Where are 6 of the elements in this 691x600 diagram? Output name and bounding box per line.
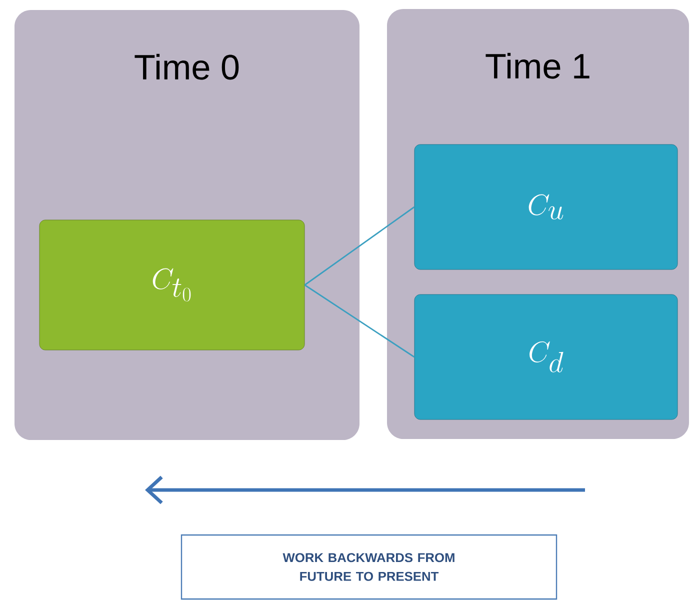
- option-box: $C_d$: [414, 294, 678, 420]
- connector-line: [304, 206, 415, 286]
- connector-line: [304, 284, 415, 358]
- option-box: $C_{t_0}$: [39, 220, 305, 350]
- note-box: WORK BACKWARDS FROM FUTURE TO PRESENT: [180, 534, 558, 600]
- option-box: $C_u$: [414, 144, 678, 270]
